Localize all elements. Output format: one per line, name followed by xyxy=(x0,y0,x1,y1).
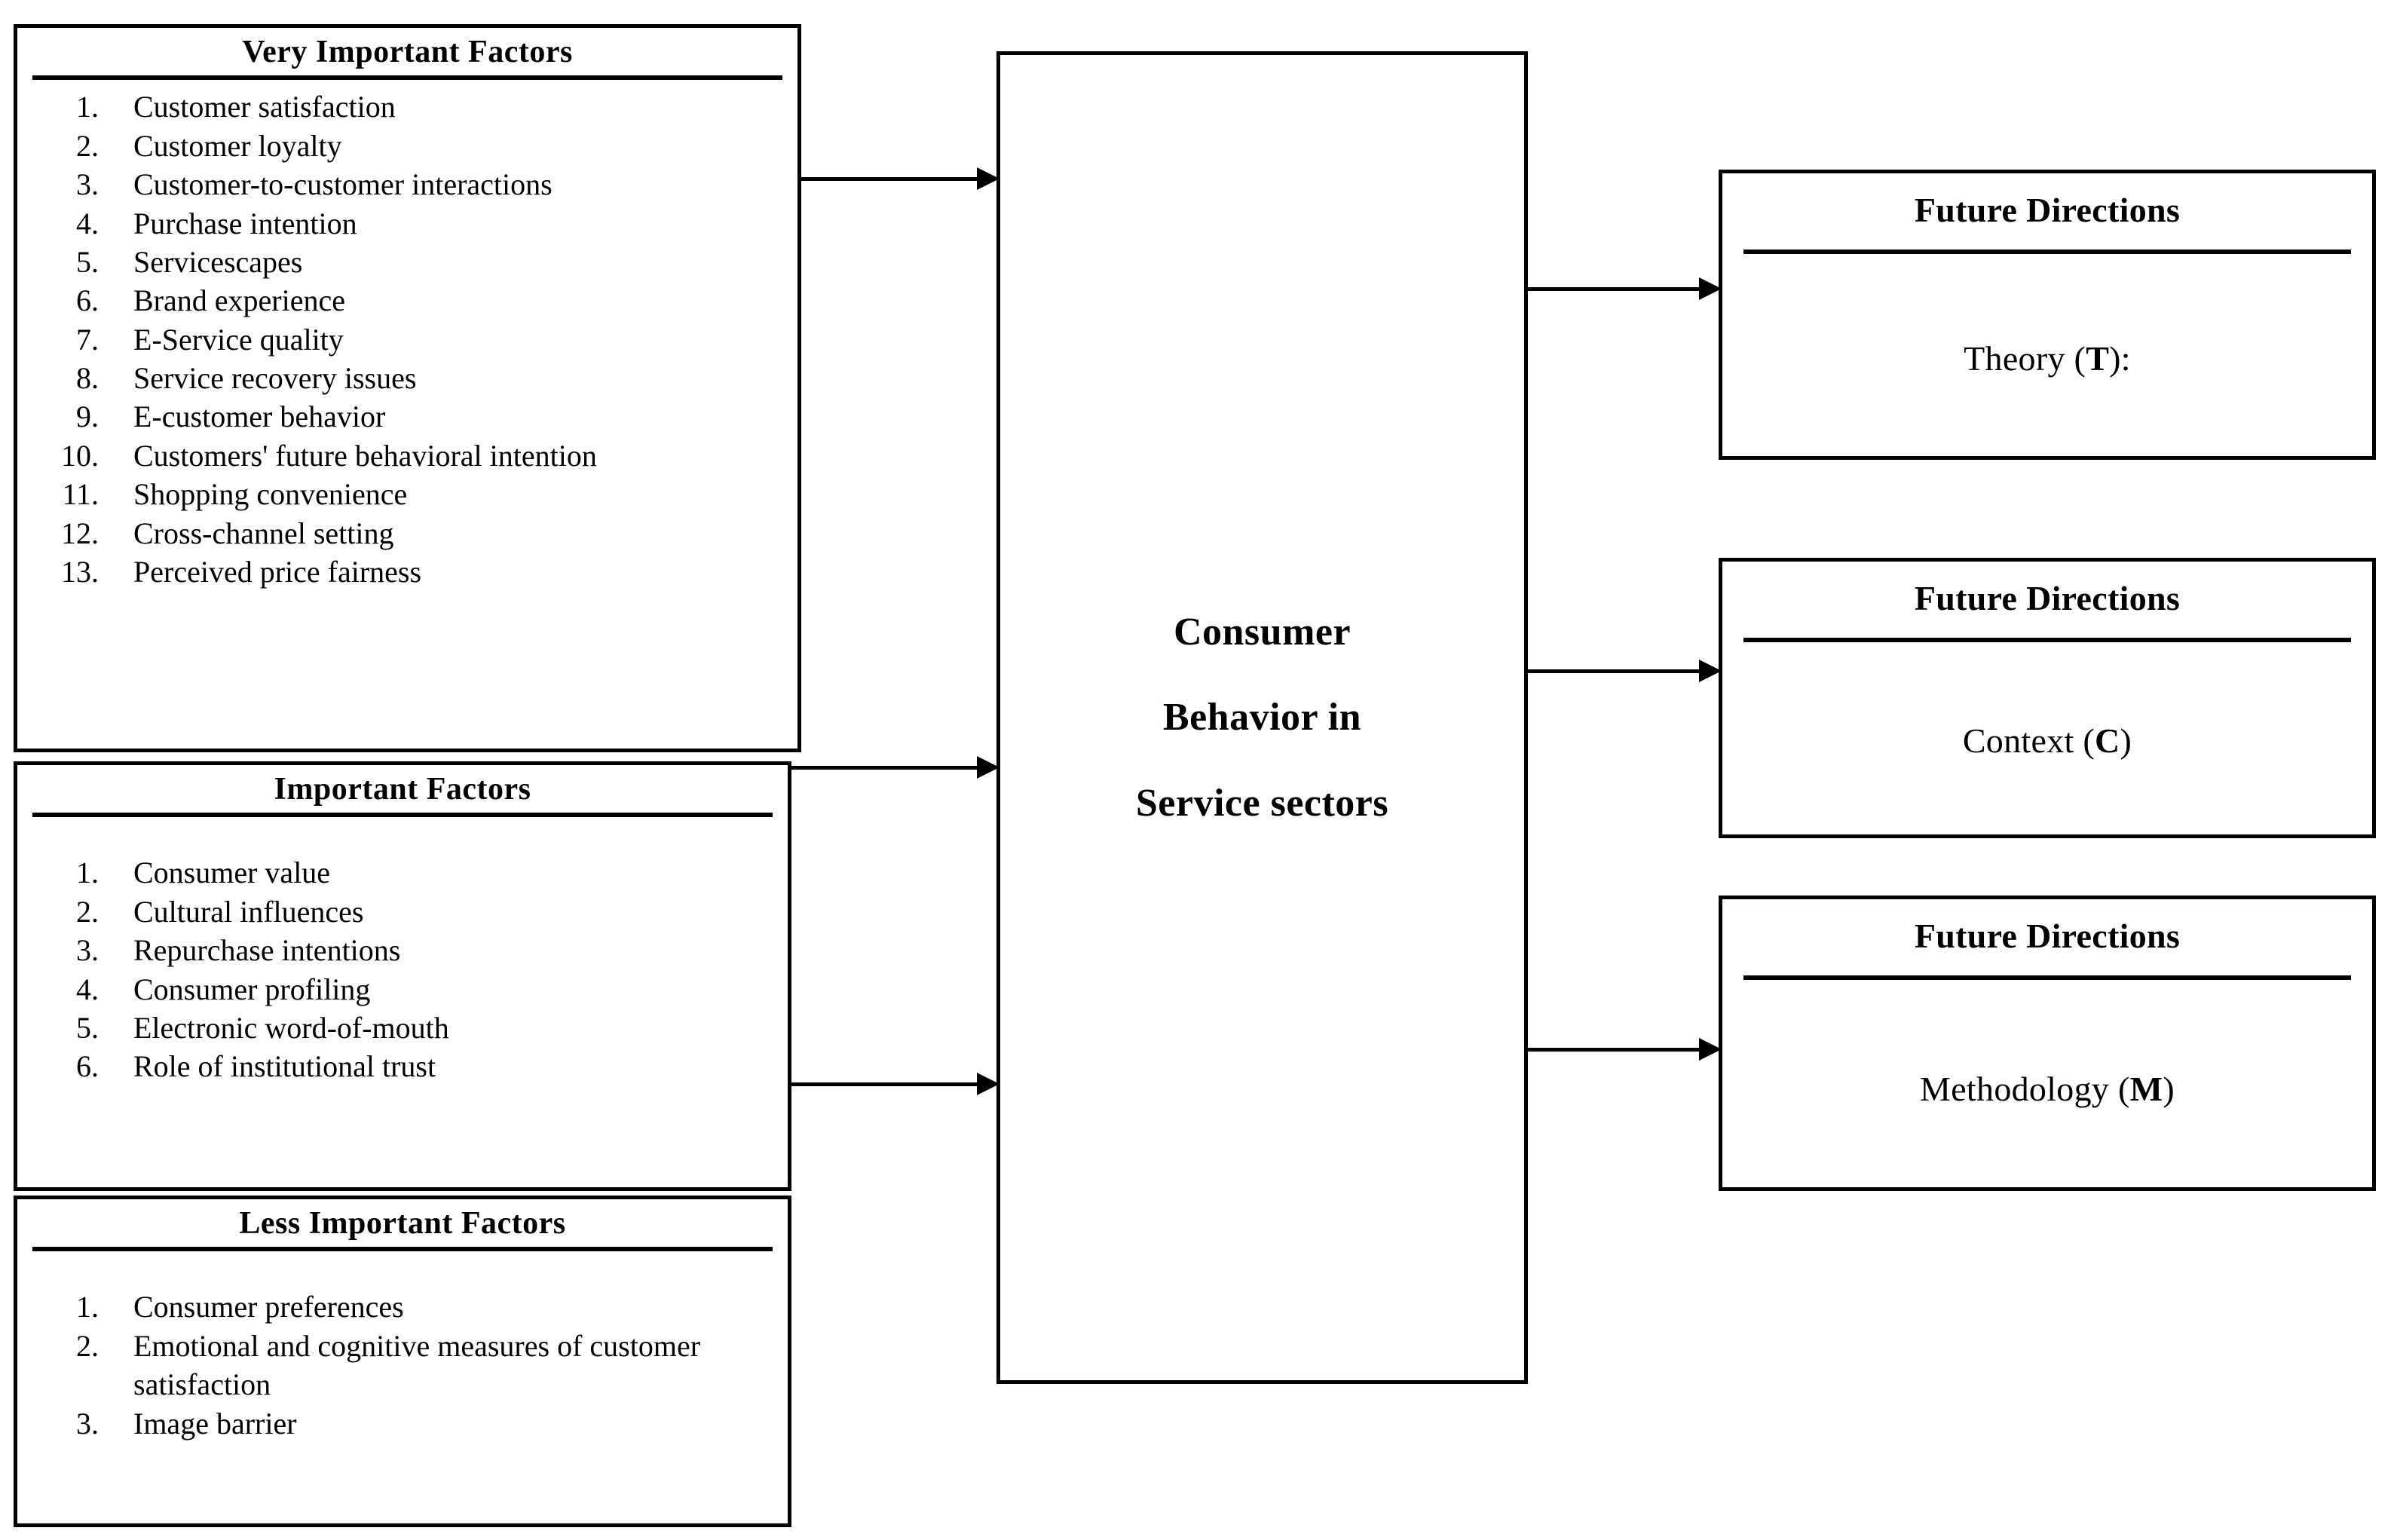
arrow-center-to-methodology xyxy=(1527,1038,1722,1061)
title-divider xyxy=(32,1247,773,1252)
very-important-factors-list: Customer satisfaction Customer loyalty C… xyxy=(17,87,797,591)
center-box-title: Consumer Behavior in Service sectors xyxy=(1136,589,1388,846)
arrow-center-to-theory xyxy=(1527,277,1722,300)
list-item: Purchase intention xyxy=(106,204,797,243)
arrow-important-to-center xyxy=(788,756,999,779)
future-direction-value: Context (C) xyxy=(1722,642,2372,761)
list-item: Servicescapes xyxy=(106,243,797,281)
important-factors-list: Consumer value Cultural influences Repur… xyxy=(17,853,788,1085)
future-direction-value: Theory (T): xyxy=(1722,254,2372,378)
list-item: Consumer profiling xyxy=(106,970,788,1009)
list-item: Perceived price fairness xyxy=(106,553,797,591)
list-item: Repurchase intentions xyxy=(106,931,788,969)
list-item: Customers' future behavioral intention xyxy=(106,436,797,475)
future-directions-title: Future Directions xyxy=(1914,191,2181,229)
list-item: Image barrier xyxy=(106,1404,788,1443)
value-suffix: ) xyxy=(2120,721,2132,760)
arrow-shaft xyxy=(788,766,978,770)
center-title-line-1: Consumer xyxy=(1173,610,1352,654)
list-item: E-Service quality xyxy=(106,320,797,359)
very-important-factors-box: Very Important Factors Customer satisfac… xyxy=(14,24,801,752)
title-divider xyxy=(1743,250,2351,254)
arrow-less-important-to-center xyxy=(788,1073,999,1095)
list-item: Brand experience xyxy=(106,281,797,320)
list-item: Role of institutional trust xyxy=(106,1047,788,1085)
future-directions-title: Future Directions xyxy=(1914,917,2181,955)
future-directions-context-box: Future Directions Context (C) xyxy=(1719,558,2376,838)
center-title-line-3: Service sectors xyxy=(1135,781,1389,825)
list-item: Customer-to-customer interactions xyxy=(106,165,797,204)
list-item: Customer satisfaction xyxy=(106,87,797,126)
future-directions-methodology-box: Future Directions Methodology (M) xyxy=(1719,896,2376,1191)
value-prefix: Methodology ( xyxy=(1920,1070,2130,1108)
arrow-very-important-to-center xyxy=(797,167,999,190)
list-item: Consumer value xyxy=(106,853,788,892)
important-factors-box: Important Factors Consumer value Cultura… xyxy=(14,761,791,1191)
value-key: T xyxy=(2086,339,2110,378)
arrow-shaft xyxy=(1527,1048,1701,1052)
value-suffix: ): xyxy=(2109,339,2131,378)
title-divider xyxy=(32,75,782,81)
less-important-factors-box: Less Important Factors Consumer preferen… xyxy=(14,1196,791,1527)
value-key: M xyxy=(2129,1070,2163,1108)
list-item: Service recovery issues xyxy=(106,359,797,397)
consumer-behavior-center-box: Consumer Behavior in Service sectors xyxy=(996,51,1528,1384)
title-divider xyxy=(1743,638,2351,642)
arrow-shaft xyxy=(1527,287,1701,291)
list-item: Electronic word-of-mouth xyxy=(106,1009,788,1047)
arrow-shaft xyxy=(797,177,978,181)
arrow-center-to-context xyxy=(1527,660,1722,682)
list-item: Shopping convenience xyxy=(106,475,797,513)
list-item: Emotional and cognitive measures of cust… xyxy=(106,1327,788,1404)
title-divider xyxy=(32,813,773,818)
arrow-shaft xyxy=(1527,669,1701,673)
value-suffix: ) xyxy=(2163,1070,2175,1108)
very-important-factors-title: Very Important Factors xyxy=(242,35,573,69)
arrow-shaft xyxy=(788,1082,978,1086)
list-item: Customer loyalty xyxy=(106,127,797,165)
future-directions-theory-box: Future Directions Theory (T): xyxy=(1719,170,2376,460)
value-prefix: Theory ( xyxy=(1964,339,2086,378)
list-item: E-customer behavior xyxy=(106,397,797,436)
less-important-factors-list: Consumer preferences Emotional and cogni… xyxy=(17,1287,788,1443)
value-key: C xyxy=(2095,721,2120,760)
list-item: Cultural influences xyxy=(106,892,788,931)
future-directions-title: Future Directions xyxy=(1914,579,2181,617)
important-factors-title: Important Factors xyxy=(274,772,531,807)
title-divider xyxy=(1743,975,2351,980)
value-prefix: Context ( xyxy=(1962,721,2095,760)
less-important-factors-title: Less Important Factors xyxy=(239,1206,566,1241)
future-direction-value: Methodology (M) xyxy=(1722,980,2372,1109)
center-title-line-2: Behavior in xyxy=(1162,696,1362,739)
list-item: Cross-channel setting xyxy=(106,514,797,553)
list-item: Consumer preferences xyxy=(106,1287,788,1326)
